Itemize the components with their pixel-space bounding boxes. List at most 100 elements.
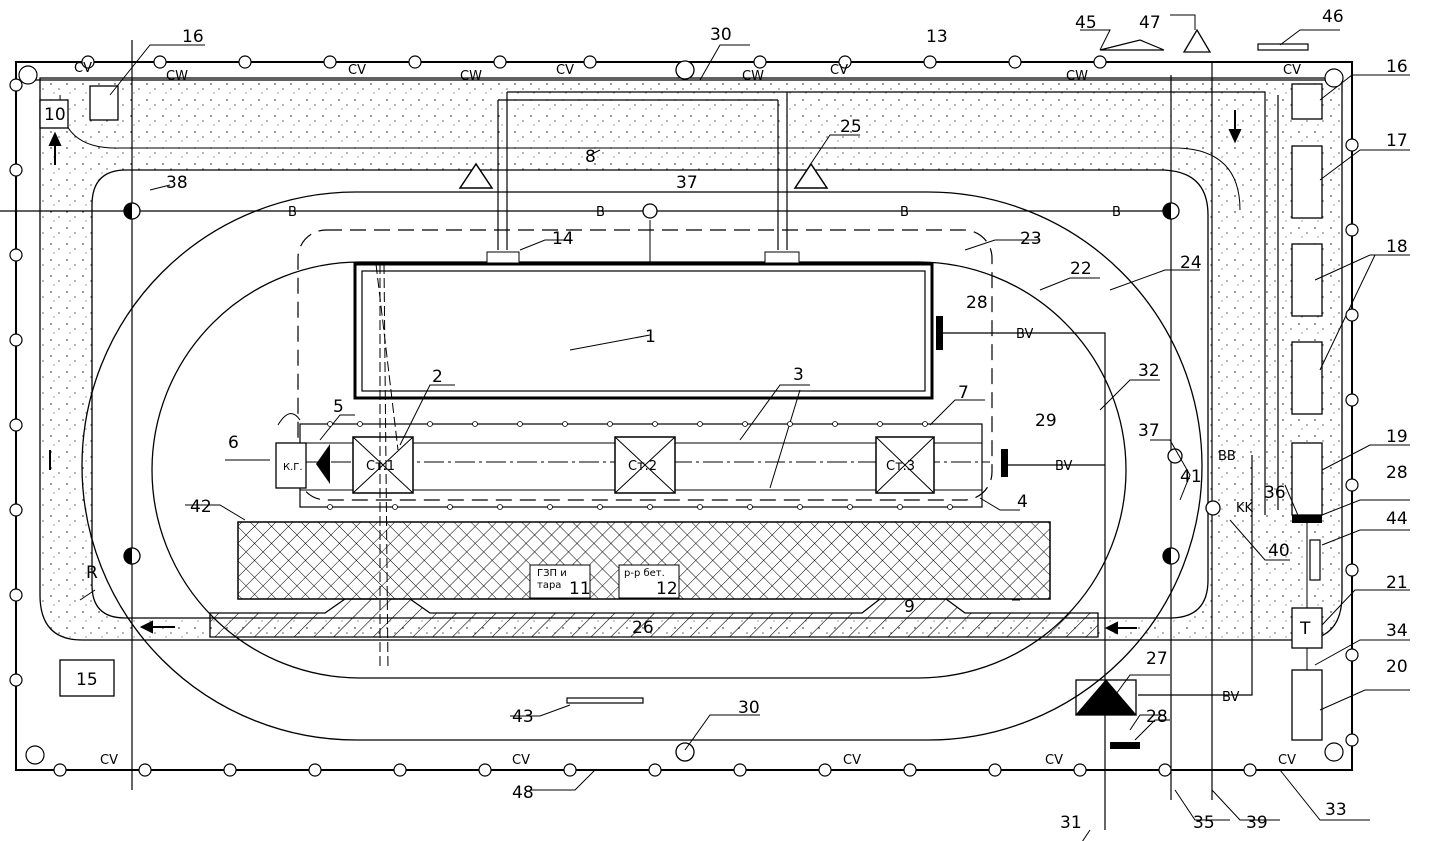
building-21	[1291, 607, 1323, 649]
label-20: 20	[1386, 657, 1408, 677]
gzp-label-1: ГЗП и	[537, 568, 567, 579]
bb-label: BB	[1218, 449, 1236, 464]
label-28c: 28	[1146, 707, 1168, 727]
t-label: Т	[1299, 619, 1311, 639]
camera-30-top	[675, 60, 695, 80]
cw-label: CW	[166, 69, 188, 84]
label-16b: 16	[1386, 57, 1408, 77]
danger-zone-23	[297, 229, 993, 501]
label-44: 44	[1386, 509, 1408, 529]
crane-working-zone-22	[151, 261, 1127, 679]
hydrant-41	[1205, 500, 1221, 516]
label-41: 41	[1180, 467, 1202, 487]
b-label: B	[900, 205, 909, 220]
cw-label: CW	[1066, 69, 1088, 84]
cv-label: CV	[1045, 753, 1063, 768]
cv-label: CV	[1278, 753, 1296, 768]
label-19: 19	[1386, 427, 1408, 447]
building-18a	[1291, 243, 1323, 317]
camera-30-bottom	[675, 742, 695, 762]
label-6: 6	[228, 433, 239, 453]
label-42: 42	[190, 497, 212, 517]
transformer-27	[1074, 679, 1138, 716]
label-22: 22	[1070, 259, 1092, 279]
label-31: 31	[1060, 813, 1082, 833]
label-24: 24	[1180, 253, 1202, 273]
label-5: 5	[333, 397, 344, 417]
label-36: 36	[1264, 483, 1286, 503]
label-10: 10	[44, 105, 66, 125]
warning-sign-left	[458, 162, 494, 189]
box-12	[618, 564, 680, 599]
label-46: 46	[1322, 7, 1344, 27]
stand-1	[352, 436, 414, 494]
label-12: 12	[656, 579, 678, 599]
cw-label: CW	[742, 69, 764, 84]
cv-label: CV	[100, 753, 118, 768]
label-15: 15	[76, 670, 98, 690]
label-37a: 37	[676, 173, 698, 193]
label-1: 1	[645, 327, 656, 347]
label-2: 2	[432, 367, 443, 387]
label-27: 27	[1146, 649, 1168, 669]
stand-3	[875, 436, 935, 494]
label-25: 25	[840, 117, 862, 137]
label-16a: 16	[182, 27, 204, 47]
label-13: 13	[926, 27, 948, 47]
label-29: 29	[1035, 411, 1057, 431]
label-37b: 37	[1138, 421, 1160, 441]
bv-label: BV	[1055, 459, 1073, 474]
stand-1-label: Ст.1	[366, 459, 395, 474]
label-r: R	[86, 563, 98, 583]
bv-label: BV	[1222, 690, 1240, 705]
building-1	[353, 262, 934, 400]
callout-numbers: 1 2 3 4 5 6 7 8 9 10 11 12 13 14 15 16 1…	[44, 7, 1408, 833]
label-9: 9	[904, 597, 915, 617]
label-23: 23	[1020, 229, 1042, 249]
label-38: 38	[166, 173, 188, 193]
label-28a: 28	[966, 293, 988, 313]
building-19	[1291, 442, 1323, 516]
cv-label: CV	[843, 753, 861, 768]
floodlight-38	[123, 202, 141, 220]
box-16a	[89, 85, 119, 121]
building-17	[1291, 145, 1323, 219]
kk-label: KK	[1236, 501, 1254, 516]
label-34: 34	[1386, 621, 1408, 641]
crane-danger-zone-24	[81, 191, 1203, 741]
strip-26	[209, 598, 1099, 638]
label-14: 14	[552, 229, 574, 249]
label-8: 8	[585, 147, 596, 167]
label-43: 43	[512, 707, 534, 727]
b-label: B	[1112, 205, 1121, 220]
label-11: 11	[569, 579, 591, 599]
label-17: 17	[1386, 131, 1408, 151]
cw-label: CW	[460, 69, 482, 84]
box-15	[59, 659, 115, 697]
cv-label: CV	[556, 63, 574, 78]
stand-2	[614, 436, 676, 494]
label-33: 33	[1325, 800, 1347, 820]
b-label: B	[288, 205, 297, 220]
kg-box	[275, 442, 307, 489]
kg-label: К.Г.	[283, 462, 303, 473]
stand-labels: Ст.1 Ст.2 Ст.3 К.Г. ГЗП и тара р-р бет. …	[283, 459, 1311, 639]
cv-label: CV	[348, 63, 366, 78]
stand-2-label: Ст.2	[628, 459, 657, 474]
fence-posts	[9, 55, 1359, 777]
label-30a: 30	[710, 25, 732, 45]
label-18: 18	[1386, 237, 1408, 257]
floodlight	[123, 202, 1180, 565]
box-10	[39, 99, 69, 129]
cv-label: CV	[512, 753, 530, 768]
label-47: 47	[1139, 13, 1161, 33]
stand-3-label: Ст.3	[886, 459, 915, 474]
cv-label: CV	[1283, 63, 1301, 78]
hydrant-37b	[1167, 448, 1183, 464]
label-48: 48	[512, 783, 534, 803]
box-11	[529, 564, 591, 599]
label-4: 4	[1017, 492, 1028, 512]
label-28b: 28	[1386, 463, 1408, 483]
building-18b	[1291, 341, 1323, 415]
